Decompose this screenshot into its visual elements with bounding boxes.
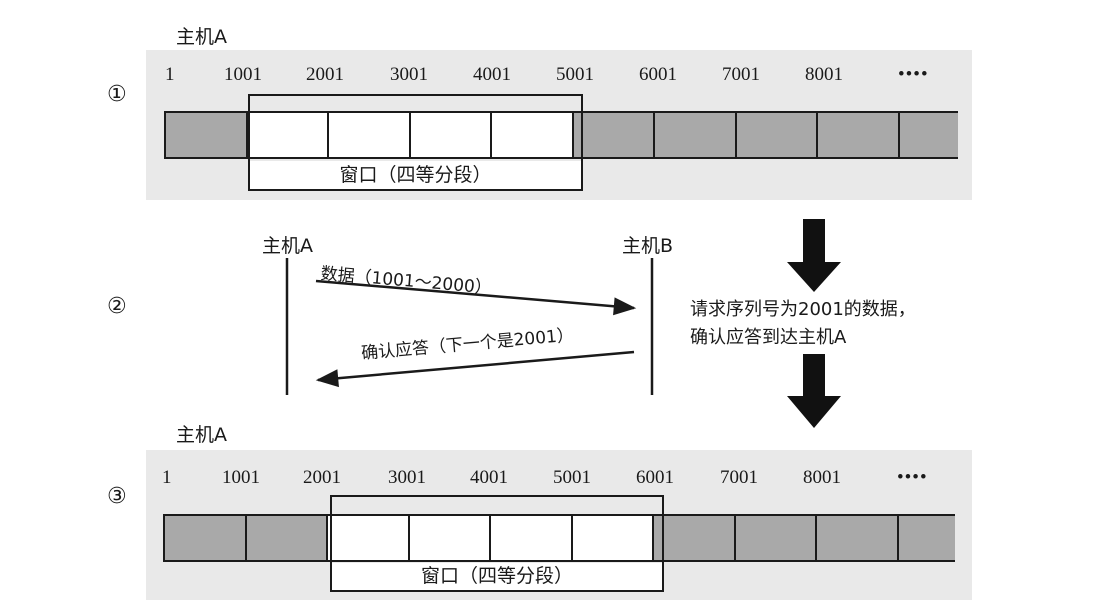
segment xyxy=(408,111,492,159)
ack-note-line1: 请求序列号为2001的数据， xyxy=(690,299,916,320)
seq-number: 1 xyxy=(162,467,172,488)
ellipsis: •••• xyxy=(897,467,928,488)
ack-arrow xyxy=(315,350,635,388)
seq-number: 7001 xyxy=(720,467,758,488)
seq-number: 3001 xyxy=(388,467,426,488)
segment xyxy=(407,514,491,562)
step1-host-label: 主机A xyxy=(176,26,227,48)
segment xyxy=(815,514,899,562)
step3-window-frame xyxy=(330,495,664,592)
seq-number: 5001 xyxy=(553,467,591,488)
segment xyxy=(816,111,900,159)
ellipsis: •••• xyxy=(898,64,929,85)
segment xyxy=(734,111,818,159)
step1-window-frame xyxy=(248,94,583,191)
step2-host-b-label: 主机B xyxy=(622,235,674,257)
step3-segment-row xyxy=(163,514,955,562)
segment xyxy=(164,111,248,159)
ack-note-line2: 确认应答到达主机A xyxy=(690,327,847,348)
seq-number: 4001 xyxy=(470,467,508,488)
seq-number: 7001 xyxy=(722,64,760,85)
segment xyxy=(163,514,247,562)
step1-window-label: 窗口（四等分段） xyxy=(250,161,581,189)
seq-number: 5001 xyxy=(556,64,594,85)
step1-seq-numbers: 1 1001 2001 3001 4001 5001 6001 7001 800… xyxy=(0,64,1103,88)
segment xyxy=(245,111,329,159)
seq-number: 2001 xyxy=(303,467,341,488)
step3-number: ③ xyxy=(107,484,127,509)
seq-number: 3001 xyxy=(390,64,428,85)
segment xyxy=(652,514,736,562)
seq-number: 1001 xyxy=(224,64,262,85)
seq-number: 6001 xyxy=(639,64,677,85)
step1-segment-row xyxy=(164,111,958,159)
down-arrow-lower-icon xyxy=(787,354,841,428)
segment xyxy=(653,111,737,159)
step1-number: ① xyxy=(107,82,127,107)
seq-number: 1001 xyxy=(222,467,260,488)
data-arrow xyxy=(315,279,637,316)
segment xyxy=(327,111,411,159)
step3-seq-numbers: 1 1001 2001 3001 4001 5001 6001 7001 800… xyxy=(0,467,1103,491)
seq-number: 8001 xyxy=(803,467,841,488)
segment xyxy=(244,514,328,562)
segment xyxy=(897,111,958,159)
step2-host-a-label: 主机A xyxy=(262,235,313,257)
segment xyxy=(896,514,955,562)
down-arrow-upper-icon xyxy=(787,219,841,292)
seq-number: 2001 xyxy=(306,64,344,85)
seq-number: 1 xyxy=(165,64,175,85)
segment xyxy=(489,514,573,562)
step3-window-label: 窗口（四等分段） xyxy=(332,563,662,590)
seq-number: 6001 xyxy=(636,467,674,488)
ack-note: 请求序列号为2001的数据， 确认应答到达主机A xyxy=(690,296,916,352)
seq-number: 4001 xyxy=(473,64,511,85)
step2-number: ② xyxy=(107,294,127,319)
step3-host-label: 主机A xyxy=(176,424,227,446)
segment xyxy=(490,111,574,159)
segment xyxy=(733,514,817,562)
seq-number: 8001 xyxy=(805,64,843,85)
